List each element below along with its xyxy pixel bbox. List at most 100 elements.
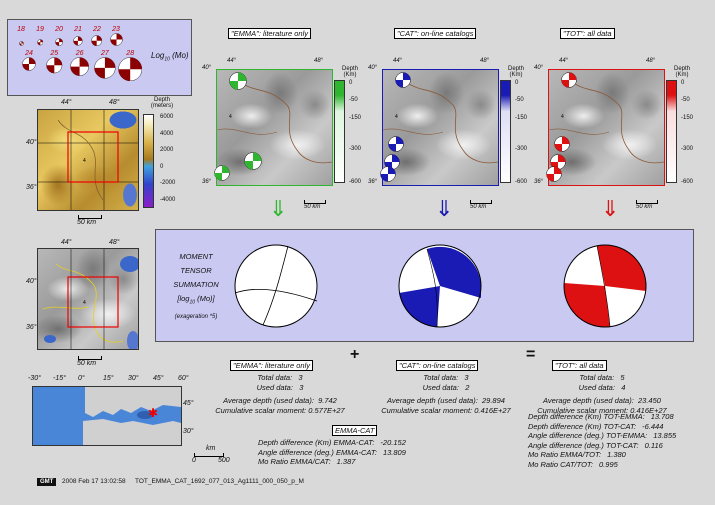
diff-label: Depth difference (Km) EMMA-CAT: (258, 438, 375, 447)
diff-value: 0.995 (599, 459, 618, 469)
depth-title: Depth (Km) (507, 66, 524, 78)
equals-sign: = (526, 346, 536, 363)
legend-item: 20 (50, 26, 68, 51)
topo-lon-tick-1: 44° (61, 99, 72, 106)
depth-tick: -150 (349, 115, 362, 121)
avg-depth-value: 29.894 (481, 396, 505, 405)
beachball-icon (546, 166, 562, 182)
legend-beachball-icon (22, 57, 36, 71)
diff-row: Angle difference (deg.) TOT-EMMA:13.855 (528, 431, 676, 441)
panel-lat-tick: 40° (368, 65, 378, 71)
diff-label: Angle difference (deg.) EMMA-CAT: (258, 447, 377, 457)
stats-block: Total data: 3 Used data: 2 Average depth… (376, 373, 516, 415)
legend-value: 25 (50, 50, 59, 57)
beachball-icon (388, 136, 404, 152)
depth-tick: -300 (349, 146, 362, 152)
diff-value: 0.116 (644, 440, 663, 450)
used-label: Used data: (256, 382, 293, 392)
beachball-icon (384, 154, 400, 170)
world-lat-tick-2: 30° (183, 428, 194, 435)
depth-title: Depth (Km) (673, 66, 690, 78)
moment-label: Cumulative scalar moment: (537, 405, 629, 415)
stats-block: Total data: 3 Used data: 3 Average depth… (210, 373, 350, 415)
colorbar-tick: 0 (160, 163, 164, 170)
depth-tick: -600 (349, 179, 362, 185)
moment-value: 0.577E+27 (308, 405, 345, 415)
depth-tick: -150 (681, 115, 694, 121)
diff-label: Angle difference (deg.) TOT-EMMA: (528, 431, 648, 440)
legend-value: 27 (101, 50, 109, 57)
depth-tick: 0 (349, 80, 353, 86)
legend-value: 19 (36, 26, 44, 33)
legend-value: 23 (112, 26, 120, 33)
diff-label: Depth difference (Km) TOT-CAT: (528, 421, 637, 431)
down-arrow-icon: ⇓ (435, 196, 454, 221)
topo-colorbar (143, 114, 154, 208)
svg-text:4: 4 (395, 114, 398, 120)
moment-value: 0.416E+27 (630, 405, 667, 415)
legend-item: 26 (68, 50, 91, 81)
legend-item: 27 (92, 50, 118, 84)
colorbar-tick: 6000 (160, 114, 174, 120)
stats-title: "EMMA": literature only (230, 360, 314, 371)
legend-item: 19 (31, 26, 49, 51)
legend-beachball-icon (70, 57, 89, 76)
panel-scale: 50 km (304, 200, 326, 210)
legend-value: 21 (74, 26, 82, 33)
depth-tick: -50 (681, 97, 690, 103)
total-label: Total data: (257, 373, 293, 382)
depth-tick: -600 (681, 179, 694, 185)
emma-cat-title: EMMA-CAT (332, 425, 378, 436)
world-lat-tick-1: 45° (183, 400, 194, 407)
gray-map: 4 (37, 248, 139, 350)
used-value: 4 (621, 382, 626, 392)
diff-value: -6.444 (642, 421, 664, 431)
timestamp: 2008 Feb 17 13:02:58 (62, 478, 126, 485)
panel-scale: 50 km (636, 200, 658, 210)
depth-tick: -50 (349, 97, 358, 103)
panel-lon-tick: 48° (314, 58, 324, 64)
beachball-icon (561, 72, 577, 88)
legend-value: 24 (25, 50, 33, 57)
filename: TOT_EMMA_CAT_1692_077_013_Ag1111_000_050… (135, 478, 304, 485)
panel-lat-tick: 36° (368, 179, 378, 185)
depth-tick: -50 (515, 97, 524, 103)
stats-title: "TOT": all data (552, 360, 607, 371)
legend-beachball-icon (109, 33, 123, 46)
diff-row: Depth difference (Km) TOT-CAT: -6.444 (528, 422, 676, 432)
diff-value: 13.708 (650, 412, 674, 421)
moment-value: 0.416E+27 (474, 405, 511, 415)
world-lon-tick: 45° (153, 375, 164, 382)
total-value: 3 (464, 373, 469, 382)
panel-map: 4 (382, 69, 499, 186)
world-lon-tick: 30° (128, 375, 139, 382)
diff-row: Mo Ratio CAT/TOT:0.995 (528, 460, 676, 470)
panel-scale-label: 50 km (470, 204, 487, 210)
svg-text:✱: ✱ (148, 406, 158, 420)
panel-title: "CAT": on-line catalogs (394, 28, 477, 39)
legend-item: 24 (20, 50, 38, 76)
avg-depth-value: 23.450 (637, 396, 661, 405)
diff-value: 1.387 (336, 457, 356, 466)
svg-text:4: 4 (229, 114, 232, 120)
avg-depth-label: Average depth (used data): (223, 396, 314, 405)
gray-scale: 50 km (77, 356, 102, 367)
legend-value: 22 (93, 26, 101, 33)
used-label: Used data: (578, 382, 615, 392)
topo-colorbar-title: Depth (meters) (150, 97, 174, 109)
panel-title: "TOT": all data (560, 28, 615, 39)
depth-tick: 0 (681, 80, 685, 86)
legend-beachball-icon (94, 57, 116, 79)
diff-value: 1.380 (607, 450, 626, 459)
legend-value: 26 (75, 50, 84, 57)
used-value: 2 (465, 382, 470, 392)
legend-beachball-icon (73, 36, 83, 46)
diff-row: Depth difference (Km) EMMA-CAT:-20.152 (258, 438, 406, 448)
colorbar-tick: -2000 (160, 180, 176, 186)
legend-value: 28 (126, 50, 135, 57)
summation-label: MOMENT TENSOR SUMMATION [log10 (Mo)] (ex… (173, 252, 219, 320)
down-arrow-icon: ⇓ (601, 196, 620, 221)
world-lon-tick: 15° (103, 375, 114, 382)
legend-item: 23 (107, 26, 125, 51)
